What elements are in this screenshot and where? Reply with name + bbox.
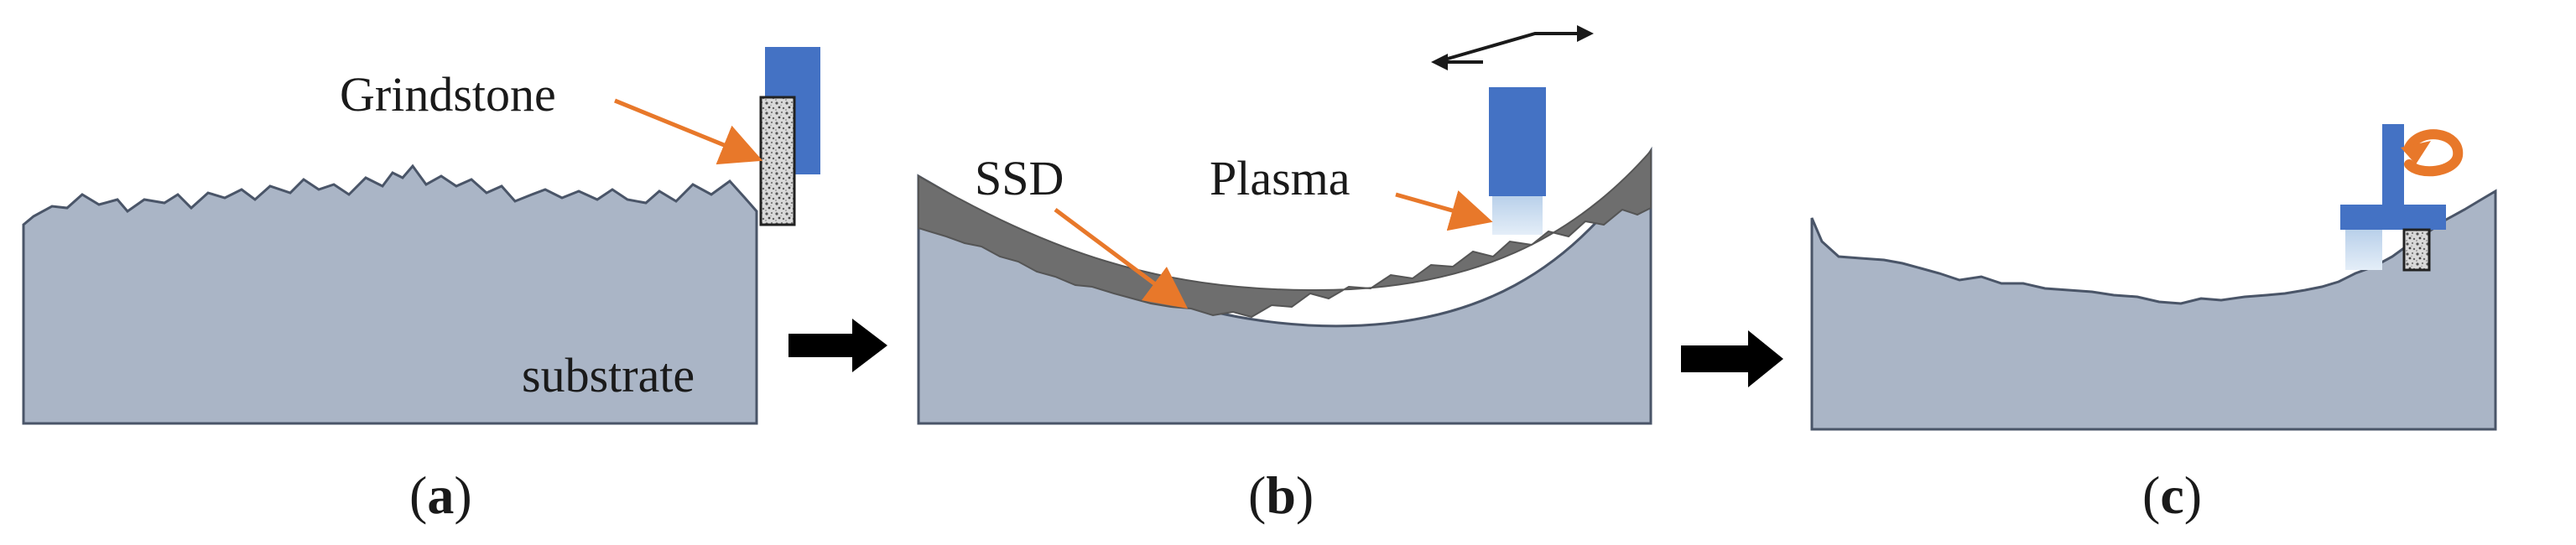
right-arrow-icon <box>788 319 887 372</box>
caption-c-close: ) <box>2184 465 2202 525</box>
panel-b: SSD Plasma <box>917 25 1652 425</box>
spindle-shaft <box>2382 124 2404 216</box>
substrate-label: substrate <box>522 348 695 402</box>
ssd-leader-arrow <box>1054 207 1189 309</box>
grindstone <box>2402 228 2431 272</box>
caption-a-close: ) <box>454 465 471 525</box>
grindstone-leader-arrow <box>614 98 763 165</box>
zigzag-double-arrow-icon <box>1431 25 1594 70</box>
ssd-label: SSD <box>975 151 1064 205</box>
caption-b-open: ( <box>1248 465 1266 525</box>
substrate-rough <box>22 164 758 425</box>
plasma-nozzle <box>1489 87 1546 196</box>
curved-rotation-arrow-icon <box>2401 129 2464 177</box>
svg-text:(c): (c) <box>2142 465 2202 525</box>
svg-text:(b): (b) <box>1248 465 1314 525</box>
caption-b-letter: b <box>1266 465 1296 525</box>
right-arrow-icon <box>1681 330 1783 387</box>
caption-a: (a) <box>409 465 472 525</box>
caption-a-letter: a <box>427 465 454 525</box>
plasma-label: Plasma <box>1210 151 1350 205</box>
caption-c-letter: c <box>2160 465 2183 525</box>
panel-c <box>1810 124 2497 431</box>
caption-b: (b) <box>1248 465 1314 525</box>
plasma-leader-arrow <box>1395 190 1493 231</box>
caption-c-open: ( <box>2142 465 2160 525</box>
plasma-jet <box>2345 230 2382 270</box>
spindle-head <box>2340 205 2446 230</box>
panel-a: Grindstone substrate <box>22 47 820 425</box>
caption-b-close: ) <box>1296 465 1314 525</box>
grindstone <box>759 96 796 226</box>
grindstone-label: Grindstone <box>340 67 556 122</box>
svg-text:(a): (a) <box>409 465 472 525</box>
caption-a-open: ( <box>409 465 427 525</box>
plasma-jet <box>1492 196 1543 235</box>
caption-c: (c) <box>2142 465 2202 525</box>
